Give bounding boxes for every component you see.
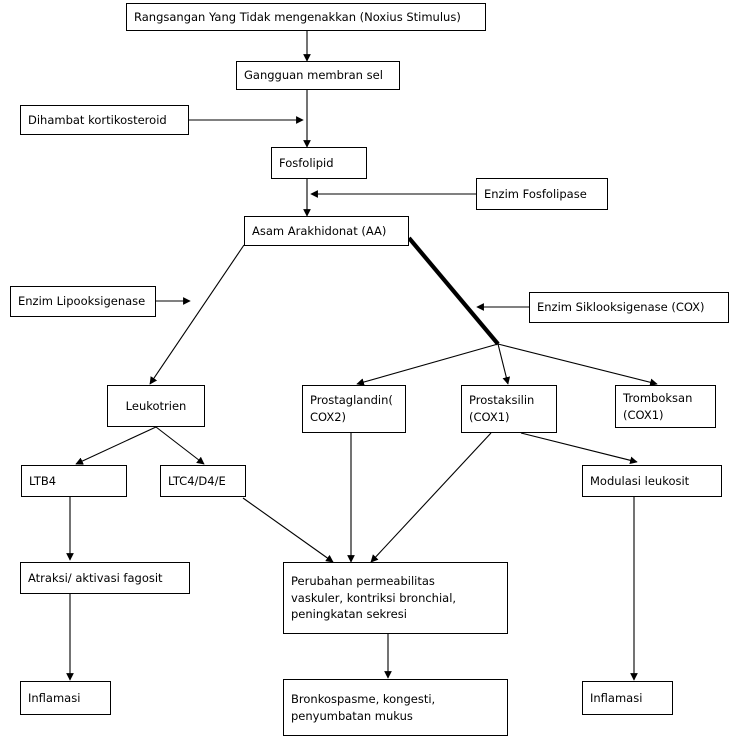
node-enzim-siklooksigenase[interactable]: Enzim Siklooksigenase (COX) (529, 292, 729, 323)
node-inflamasi-right[interactable]: Inflamasi (582, 681, 673, 715)
node-label: Atraksi/ aktivasi fagosit (28, 570, 163, 585)
node-label: LTC4/D4/E (168, 473, 226, 488)
node-label: Enzim Fosfolipase (484, 186, 587, 201)
node-label: Rangsangan Yang Tidak mengenakkan (Noxiu… (134, 9, 461, 24)
edge-junction-to-prostaksilin (497, 343, 511, 385)
node-label: Dihambat kortikosteroid (28, 112, 167, 127)
node-label: Prostaksilin (COX1) (469, 393, 535, 424)
node-leukotrien[interactable]: Leukotrien (107, 385, 205, 427)
node-label: Leukotrien (125, 398, 187, 413)
node-label: Modulasi leukosit (590, 473, 690, 488)
node-enzim-lipooksigenase[interactable]: Enzim Lipooksigenase (10, 286, 156, 317)
node-ltc4-d4-e[interactable]: LTC4/D4/E (160, 465, 246, 497)
node-dihambat-kortikosteroid[interactable]: Dihambat kortikosteroid (20, 105, 189, 135)
edge-leukotrien-to-ltb4 (75, 426, 157, 465)
node-prostaglandin-cox2[interactable]: Prostaglandin( COX2) (302, 385, 406, 433)
node-gangguan-membran-sel[interactable]: Gangguan membran sel (236, 61, 400, 90)
node-label: Bronkospasme, kongesti, penyumbatan muku… (291, 691, 436, 723)
node-label: Inflamasi (590, 690, 643, 705)
node-label: Inflamasi (28, 690, 81, 705)
node-prostaksilin-cox1[interactable]: Prostaksilin (COX1) (461, 385, 557, 433)
edge-prostaksilin-to-perubahan (370, 432, 492, 563)
node-perubahan-permeabilitas[interactable]: Perubahan permeabilitas vaskuler, kontri… (283, 562, 508, 634)
node-fosfolipid[interactable]: Fosfolipid (271, 147, 367, 179)
node-tromboksan-cox1[interactable]: Tromboksan (COX1) (615, 385, 716, 428)
node-label: Fosfolipid (279, 155, 334, 170)
edge-ltc4-to-perubahan (242, 497, 334, 563)
edge-leukotrien-to-ltc4 (155, 426, 205, 465)
node-label: Gangguan membran sel (244, 68, 383, 83)
edge-junction-to-tromboksan (497, 343, 658, 387)
node-label: Prostaglandin( COX2) (310, 393, 393, 424)
node-bronkospasme[interactable]: Bronkospasme, kongesti, penyumbatan muku… (283, 679, 508, 736)
node-noxious-stimulus[interactable]: Rangsangan Yang Tidak mengenakkan (Noxiu… (126, 3, 486, 31)
node-label: Tromboksan (COX1) (623, 390, 693, 422)
node-ltb4[interactable]: LTB4 (21, 465, 127, 497)
node-atraksi-aktivasi-fagosit[interactable]: Atraksi/ aktivasi fagosit (20, 562, 190, 594)
edge-prostaksilin-to-modulasi (520, 432, 638, 465)
edge-junction-to-prostaglandin (356, 343, 499, 386)
edge-aa-to-leukotrien (149, 244, 245, 385)
node-label: Enzim Lipooksigenase (18, 294, 146, 309)
node-inflamasi-left[interactable]: Inflamasi (20, 681, 111, 715)
node-asam-arakhidonat[interactable]: Asam Arakhidonat (AA) (244, 216, 409, 246)
node-enzim-fosfolipase[interactable]: Enzim Fosfolipase (476, 178, 608, 210)
node-label: Perubahan permeabilitas vaskuler, kontri… (291, 573, 457, 622)
node-label: Enzim Siklooksigenase (COX) (537, 300, 705, 315)
node-label: LTB4 (29, 473, 57, 488)
node-label: Asam Arakhidonat (AA) (252, 223, 387, 238)
node-modulasi-leukosit[interactable]: Modulasi leukosit (582, 465, 722, 497)
edge-aa-to-cox-junction (407, 236, 500, 346)
